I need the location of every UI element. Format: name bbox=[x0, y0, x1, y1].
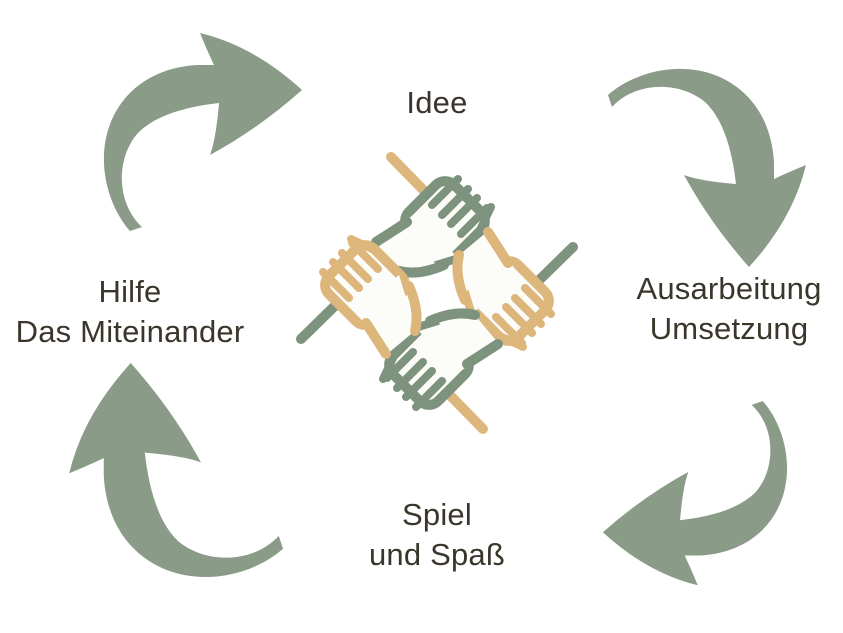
curved-arrow-bottom-left-icon bbox=[69, 363, 284, 577]
node-idee-line1: Idee bbox=[406, 85, 468, 120]
node-spiel-line2: und Spaß bbox=[368, 537, 506, 572]
node-spiel-line1: Spiel bbox=[402, 497, 472, 532]
unity-hands-icon bbox=[287, 143, 587, 443]
curved-arrow-top-right-icon bbox=[608, 68, 806, 267]
node-hilfe-das-miteinander: Hilfe Das Miteinander bbox=[16, 272, 245, 352]
node-ausarbeitung-line1: Ausarbeitung bbox=[636, 271, 822, 306]
curved-arrow-top-left-icon bbox=[103, 33, 302, 231]
node-idee: Idee bbox=[406, 83, 467, 123]
node-hilfe-line2: Das Miteinander bbox=[15, 314, 245, 349]
curved-arrow-bottom-right-icon bbox=[602, 401, 788, 586]
node-ausarbeitung-umsetzung: Ausarbeitung Umsetzung bbox=[636, 269, 821, 349]
node-spiel-und-spass: Spiel und Spaß bbox=[369, 495, 505, 575]
node-ausarbeitung-line2: Umsetzung bbox=[649, 311, 809, 346]
node-hilfe-line1: Hilfe bbox=[98, 274, 162, 309]
